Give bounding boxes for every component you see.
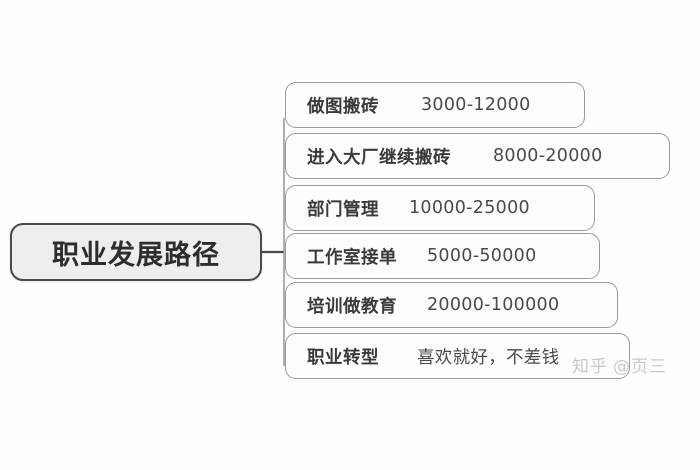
watermark-logo: 知乎	[572, 357, 608, 377]
branch-node-3[interactable]: 部门管理 10000-25000	[285, 185, 595, 231]
watermark-handle: @页三	[613, 357, 667, 377]
branch-node-4[interactable]: 工作室接单 5000-50000	[285, 233, 600, 279]
watermark: 知乎@页三	[572, 352, 667, 377]
branch-node-5[interactable]: 培训做教育 20000-100000	[285, 282, 618, 328]
branch-label-1: 做图搬砖	[307, 96, 379, 117]
branch-node-2[interactable]: 进入大厂继续搬砖 8000-20000	[285, 133, 670, 179]
branch-value-3: 10000-25000	[409, 198, 530, 218]
branch-node-1[interactable]: 做图搬砖 3000-12000	[285, 82, 585, 128]
branch-label-4: 工作室接单	[307, 247, 397, 268]
branch-value-4: 5000-50000	[427, 246, 537, 266]
branch-label-2: 进入大厂继续搬砖	[307, 147, 451, 168]
branch-label-6: 职业转型	[307, 347, 379, 368]
branch-value-6: 喜欢就好，不差钱	[417, 347, 560, 368]
branch-label-3: 部门管理	[307, 199, 379, 220]
branch-label-5: 培训做教育	[307, 296, 397, 317]
branch-value-5: 20000-100000	[427, 295, 560, 315]
branch-node-6[interactable]: 职业转型 喜欢就好，不差钱	[285, 333, 630, 379]
root-node[interactable]: 职业发展路径	[10, 223, 262, 281]
branch-value-2: 8000-20000	[493, 146, 603, 166]
branch-value-1: 3000-12000	[421, 95, 531, 115]
root-node-label: 职业发展路径	[52, 239, 220, 271]
